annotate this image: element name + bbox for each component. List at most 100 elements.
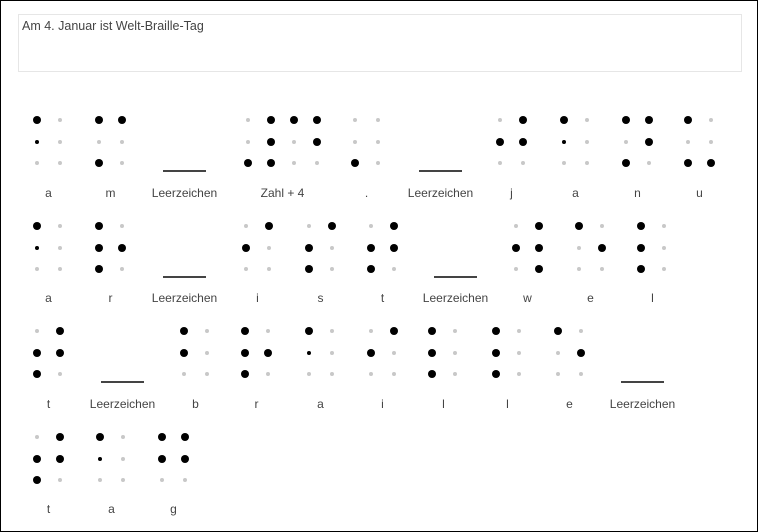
braille-label: e — [566, 397, 573, 411]
braille-dot-3 — [577, 267, 581, 271]
braille-dot-6 — [58, 161, 62, 165]
braille-dot-4 — [330, 329, 334, 333]
braille-dot-5 — [330, 350, 334, 355]
braille-dot-6 — [205, 372, 209, 376]
braille-dot-3 — [514, 267, 518, 271]
braille-dot-2 — [97, 139, 101, 144]
braille-label: a — [108, 502, 115, 516]
braille-dot-3 — [33, 370, 41, 378]
braille-dot-1 — [554, 327, 562, 335]
braille-label: g — [170, 502, 177, 516]
braille-dot-2 — [556, 350, 560, 355]
braille-dot-4 — [267, 116, 275, 124]
braille-dot-4 — [376, 118, 380, 122]
braille-dot-2 — [305, 243, 313, 252]
braille-dot-3 — [292, 161, 296, 165]
braille-dot-2 — [496, 137, 504, 146]
braille-label: b — [192, 397, 199, 411]
braille-dot-4 — [662, 224, 666, 228]
braille-dot-1 — [498, 118, 502, 122]
braille-dot-2 — [492, 348, 500, 357]
braille-label: Leerzeichen — [422, 291, 489, 305]
braille-dot-4 — [205, 329, 209, 333]
braille-dot-4 — [453, 329, 457, 333]
braille-dot-2 — [637, 243, 645, 252]
braille-dot-2 — [242, 243, 250, 252]
braille-dot-4 — [56, 327, 64, 335]
braille-dot-2 — [158, 454, 166, 463]
braille-dot-3 — [684, 159, 692, 167]
braille-dot-1 — [514, 224, 518, 228]
braille-dot-2 — [98, 456, 102, 461]
braille-dot-6 — [267, 267, 271, 271]
braille-dot-5 — [662, 245, 666, 250]
braille-label: r — [254, 397, 259, 411]
braille-dot-1 — [244, 224, 248, 228]
braille-dot-5 — [709, 139, 713, 144]
braille-label: a — [45, 186, 52, 200]
braille-dot-3 — [305, 265, 313, 273]
braille-dot-2 — [367, 243, 375, 252]
braille-dot-5 — [330, 245, 334, 250]
braille-dot-3 — [244, 159, 252, 167]
braille-dot-6 — [600, 267, 604, 271]
braille-dot-2 — [33, 454, 41, 463]
braille-dot-6 — [585, 161, 589, 165]
braille-dot-6 — [330, 372, 334, 376]
braille-label: l — [442, 397, 445, 411]
text-input[interactable]: Am 4. Januar ist Welt-Braille-Tag — [18, 14, 742, 72]
braille-label: m — [105, 186, 116, 200]
space-marker — [163, 276, 206, 278]
braille-dot-5 — [56, 454, 64, 463]
braille-dot-5 — [519, 137, 527, 146]
braille-dot-1 — [180, 327, 188, 335]
braille-label: s — [317, 291, 324, 305]
braille-dot-1 — [33, 222, 41, 230]
braille-dot-6 — [535, 265, 543, 273]
braille-dot-6 — [330, 267, 334, 271]
braille-dot-5 — [118, 243, 126, 252]
braille-dot-5 — [267, 137, 275, 146]
braille-dot-4 — [266, 329, 270, 333]
braille-dot-4 — [265, 222, 273, 230]
braille-dot-1 — [305, 327, 313, 335]
braille-dot-6 — [392, 267, 396, 271]
braille-dot-3 — [35, 267, 39, 271]
braille-dot-6 — [267, 159, 275, 167]
braille-dot-1 — [637, 222, 645, 230]
braille-dot-6 — [58, 372, 62, 376]
braille-label: w — [523, 291, 532, 305]
braille-dot-5 — [313, 137, 321, 146]
braille-dot-3 — [556, 372, 560, 376]
braille-dot-1 — [428, 327, 436, 335]
braille-dot-2 — [562, 139, 566, 144]
braille-dot-6 — [579, 372, 583, 376]
braille-dot-6 — [58, 267, 62, 271]
braille-dot-5 — [58, 245, 62, 250]
braille-dot-4 — [121, 435, 125, 439]
braille-dot-3 — [637, 265, 645, 273]
braille-label: a — [572, 186, 579, 200]
braille-dot-2 — [95, 243, 103, 252]
braille-dot-1 — [369, 329, 373, 333]
braille-dot-4 — [118, 116, 126, 124]
braille-dot-2 — [241, 348, 249, 357]
braille-dot-5 — [120, 139, 124, 144]
braille-dot-5 — [598, 243, 606, 252]
braille-dot-1 — [492, 327, 500, 335]
braille-dot-2 — [367, 348, 375, 357]
braille-dot-4 — [517, 329, 521, 333]
braille-dot-5 — [453, 350, 457, 355]
braille-dot-2 — [292, 139, 296, 144]
braille-dot-5 — [121, 456, 125, 461]
braille-dot-3 — [622, 159, 630, 167]
braille-dot-5 — [517, 350, 521, 355]
braille-dot-6 — [521, 161, 525, 165]
braille-label: Zahl + 4 — [260, 186, 305, 200]
braille-dot-6 — [121, 478, 125, 482]
braille-dot-3 — [562, 161, 566, 165]
braille-dot-2 — [246, 139, 250, 144]
braille-dot-2 — [624, 139, 628, 144]
braille-dot-3 — [98, 478, 102, 482]
braille-dot-4 — [579, 329, 583, 333]
